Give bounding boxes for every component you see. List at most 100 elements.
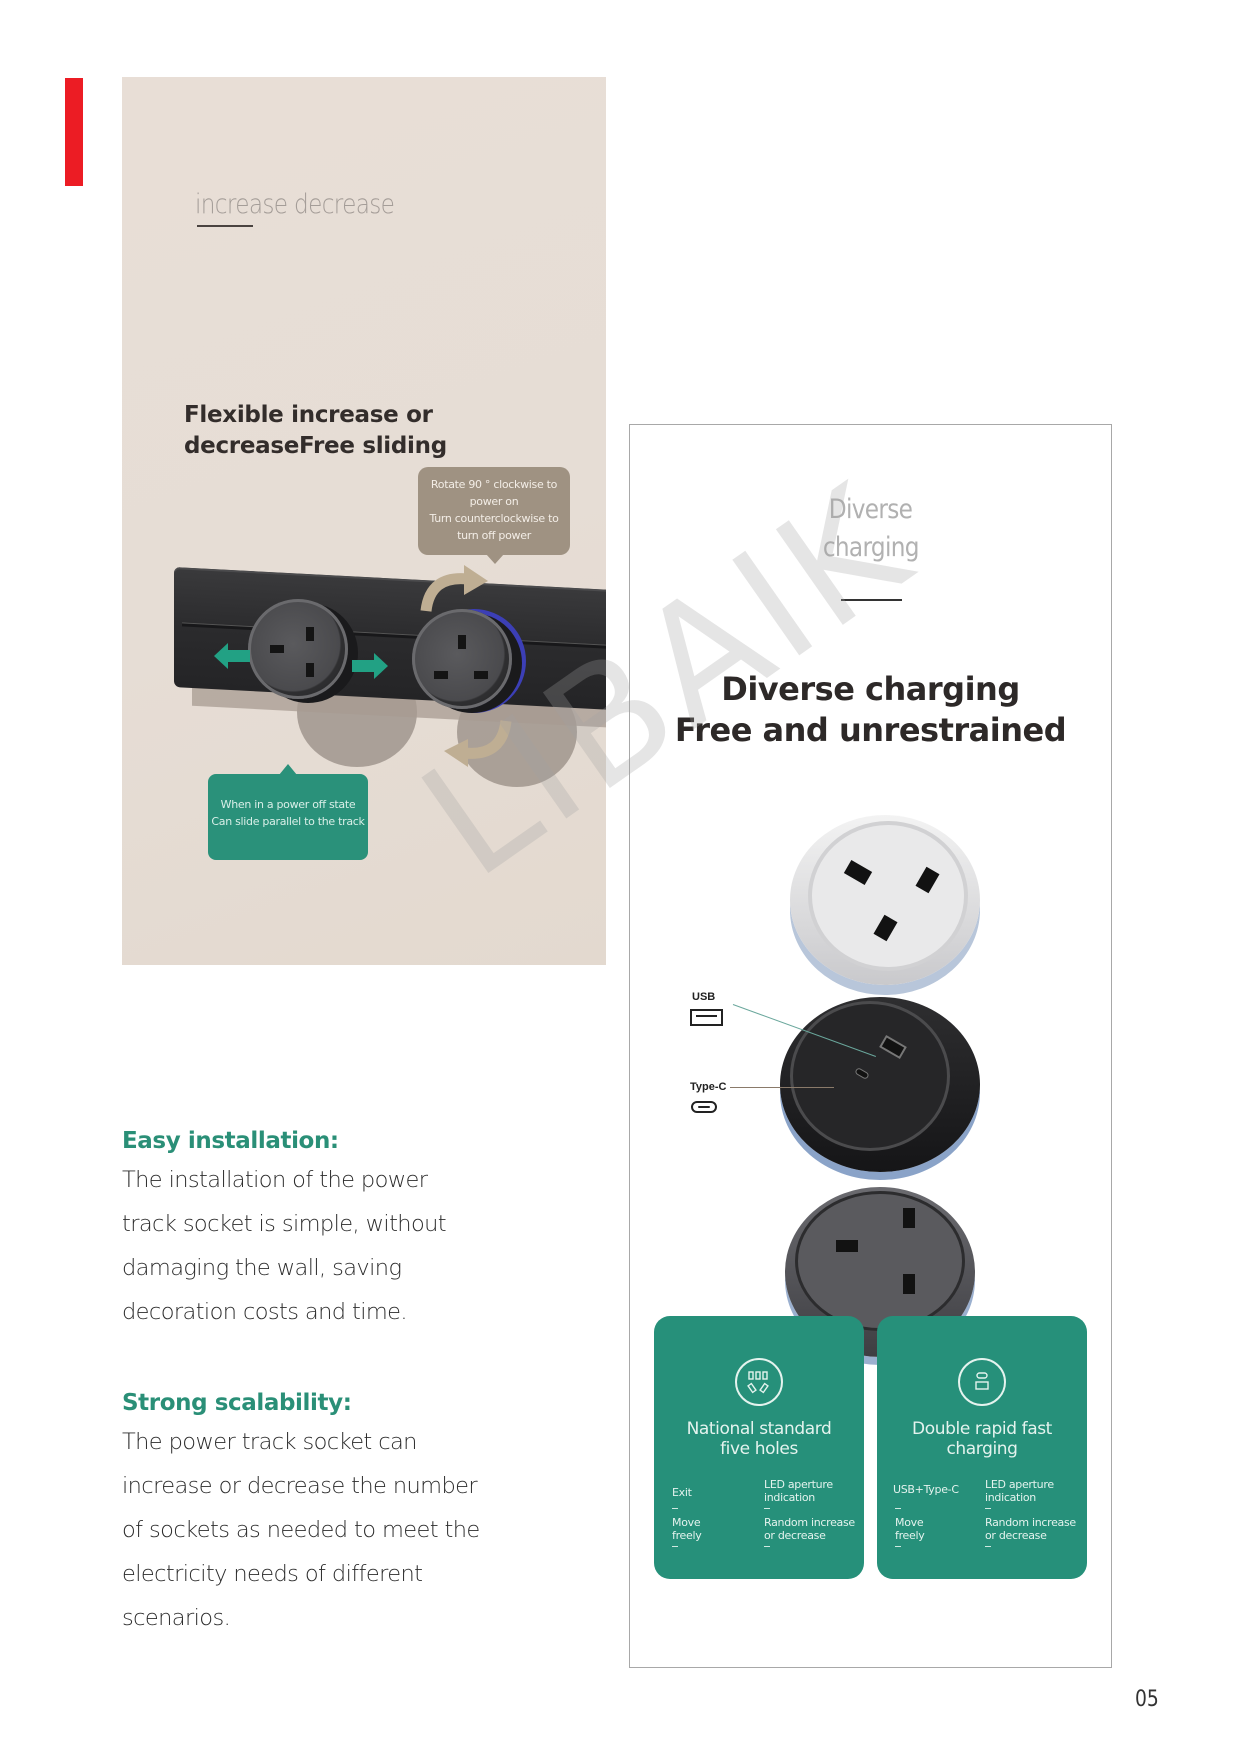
feature-card-item: USB+Type-C <box>893 1483 959 1496</box>
feature-card-item-line: or decrease <box>764 1529 826 1542</box>
card-subtitle-line: Diverse <box>828 494 913 525</box>
feature-card-item-line: indication <box>985 1491 1036 1504</box>
feature-card-five-holes: National standard five holes Exit LED ap… <box>654 1316 864 1579</box>
socket-pin <box>306 627 314 641</box>
slide-callout-line: Can slide parallel to the track <box>211 815 365 828</box>
feature-card-title: Double rapid fast charging <box>877 1419 1087 1459</box>
card-heading-line: Diverse charging <box>721 670 1020 708</box>
socket-hole <box>903 1274 915 1294</box>
socket-pin <box>306 663 314 677</box>
white-socket-face <box>808 821 968 971</box>
socket-pin <box>474 671 488 679</box>
feature-card-item-line: Move <box>672 1516 701 1529</box>
feature-body-line: electricity needs of different <box>122 1561 423 1587</box>
rotate-callout-line: turn off power <box>457 529 531 542</box>
feature-card-item-line: freely <box>895 1529 925 1542</box>
dash-divider <box>985 1546 991 1547</box>
rotating-socket <box>412 609 512 709</box>
dash-divider <box>985 1508 991 1509</box>
arrow-right-icon <box>352 653 388 684</box>
feature-card-fast-charging: Double rapid fast charging USB+Type-C LE… <box>877 1316 1087 1579</box>
typec-leader-line <box>730 1087 834 1088</box>
socket-pin <box>434 671 448 679</box>
socket-hole <box>903 1208 915 1228</box>
feature-card-item: LED aperture indication <box>985 1478 1054 1504</box>
feature-card-item-line: LED aperture <box>985 1478 1054 1491</box>
rotate-counterclockwise-icon <box>442 717 512 772</box>
rotate-callout-line: Turn counterclockwise to <box>429 512 559 525</box>
feature-body-line: increase or decrease the number <box>122 1473 478 1499</box>
dash-divider <box>895 1546 901 1547</box>
feature-card-item: Exit <box>672 1486 692 1499</box>
accent-bar <box>65 78 83 186</box>
page-number: 05 <box>1135 1687 1159 1712</box>
feature-card-item-line: Move <box>895 1516 924 1529</box>
feature-body: The power track socket can increase or d… <box>122 1420 542 1640</box>
feature-body-line: track socket is simple, without <box>122 1211 447 1237</box>
feature-title: Easy installation: <box>122 1128 339 1154</box>
socket-face <box>795 1191 965 1331</box>
rotate-callout-line: Rotate 90 ° clockwise to <box>430 478 558 491</box>
socket-hole <box>873 914 898 942</box>
feature-card-item-line: Random increase <box>764 1516 855 1529</box>
typec-icon <box>691 1101 717 1113</box>
usb-icon <box>690 1009 723 1026</box>
dash-divider <box>672 1508 678 1509</box>
usb-port <box>879 1034 907 1060</box>
feature-card-title: National standard five holes <box>654 1419 864 1459</box>
typec-port <box>854 1066 870 1081</box>
socket-pin <box>270 645 284 653</box>
usb-typec-ports-icon <box>958 1358 1006 1406</box>
feature-card-title-line: National standard <box>686 1419 832 1439</box>
sliding-socket <box>248 599 348 699</box>
slide-callout: When in a power off state Can slide para… <box>208 764 368 860</box>
panel-heading-line-1: Flexible increase or <box>184 402 433 428</box>
arrow-left-icon <box>214 643 250 674</box>
feature-body-line: of sockets as needed to meet the <box>122 1517 480 1543</box>
panel-subtitle: increase decrease <box>195 189 395 220</box>
feature-card-item-line: Random increase <box>985 1516 1076 1529</box>
panel-heading-line-2: decreaseFree sliding <box>184 433 447 459</box>
rotate-callout-line: power on <box>469 495 519 508</box>
socket-hole <box>836 1240 858 1252</box>
feature-card-item: Move freely <box>895 1516 925 1542</box>
typec-label: Type-C <box>690 1081 727 1093</box>
card-subtitle: Diverse charging <box>630 491 1111 567</box>
white-socket-module <box>790 815 980 985</box>
feature-card-item-line: freely <box>672 1529 702 1542</box>
usb-label: USB <box>692 991 716 1003</box>
rotate-callout: Rotate 90 ° clockwise to power on Turn c… <box>418 467 570 564</box>
card-heading-line: Free and unrestrained <box>674 711 1067 749</box>
dash-divider <box>672 1546 678 1547</box>
dash-divider <box>764 1508 770 1509</box>
socket-hole <box>843 860 873 885</box>
card-heading: Diverse charging Free and unrestrained <box>630 669 1111 751</box>
feature-title: Strong scalability: <box>122 1390 352 1416</box>
feature-body-line: The installation of the power <box>122 1167 428 1193</box>
panel-heading: Flexible increase or decreaseFree slidin… <box>184 400 447 462</box>
card-divider <box>841 599 902 601</box>
power-track <box>174 567 606 712</box>
feature-card-item-line: LED aperture <box>764 1478 833 1491</box>
usb-module-face <box>790 1001 950 1151</box>
slide-callout-line: When in a power off state <box>220 798 356 811</box>
feature-body-line: decoration costs and time. <box>122 1299 408 1325</box>
feature-card-item: Random increase or decrease <box>764 1516 855 1542</box>
card-subtitle-line: charging <box>822 532 920 563</box>
track-socket-image-panel: increase decrease Flexible increase or d… <box>122 77 606 965</box>
diverse-charging-card: Diverse charging Diverse charging Free a… <box>629 424 1112 1668</box>
feature-card-item: LED aperture indication <box>764 1478 833 1504</box>
usb-charging-module <box>780 997 980 1172</box>
feature-card-item: Random increase or decrease <box>985 1516 1076 1542</box>
feature-body-line: damaging the wall, saving <box>122 1255 402 1281</box>
feature-body-line: The power track socket can <box>122 1429 417 1455</box>
feature-card-title-line: five holes <box>720 1439 798 1459</box>
feature-card-item-line: indication <box>764 1491 815 1504</box>
socket-pin <box>458 635 466 649</box>
feature-strong-scalability: Strong scalability: The power track sock… <box>122 1390 542 1640</box>
rotate-clockwise-icon <box>420 565 490 620</box>
feature-card-item-line: or decrease <box>985 1529 1047 1542</box>
subtitle-underline <box>197 225 253 227</box>
feature-card-title-line: charging <box>946 1439 1018 1459</box>
socket-hole <box>915 866 940 894</box>
